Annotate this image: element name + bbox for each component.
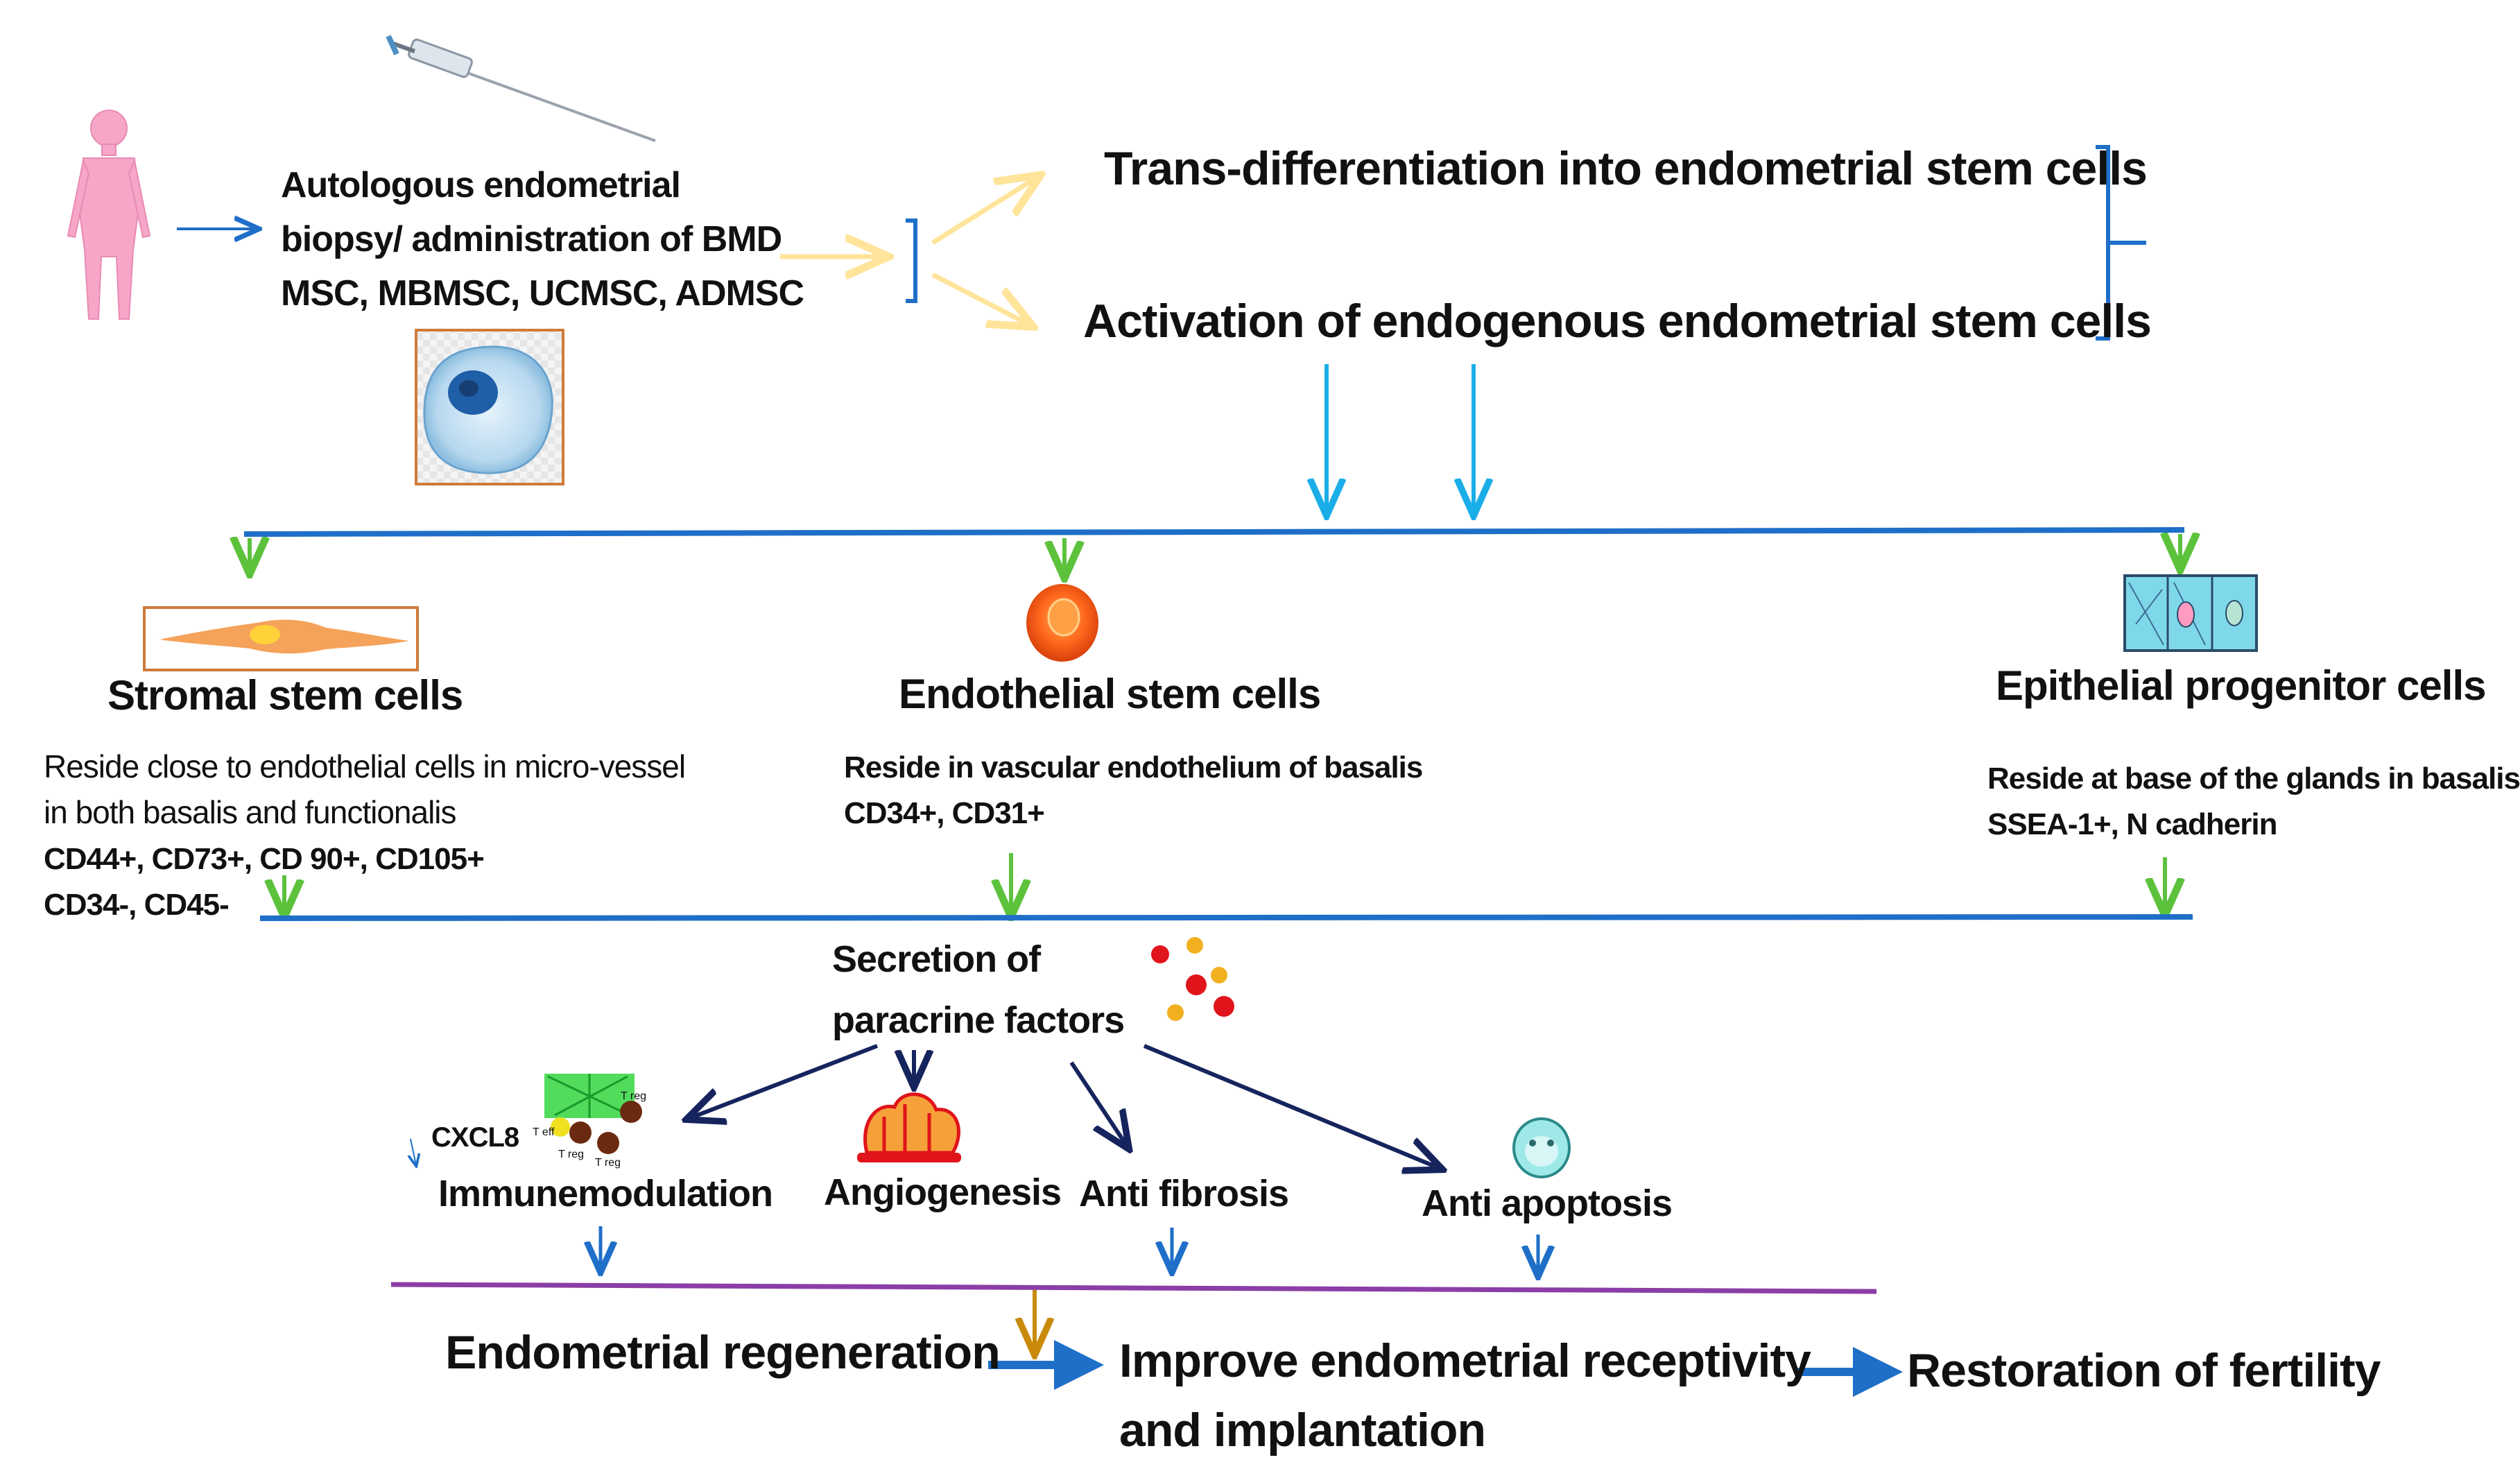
- arrow-to-fibrosis: [1069, 1061, 1127, 1146]
- treg-label-3: T reg: [595, 1157, 621, 1169]
- arrow-to-transdiff: [931, 178, 1037, 245]
- input-text-line1: Autologous endometrial: [281, 165, 681, 205]
- anti-fibrosis-label: Anti fibrosis: [1079, 1173, 1289, 1214]
- branch-line-top: [243, 527, 2185, 537]
- teff-label: T eff: [533, 1126, 555, 1138]
- syringe-icon: [386, 35, 656, 142]
- stromal-cell-image: [143, 606, 419, 671]
- endometrial-regeneration: Endometrial regeneration: [445, 1326, 1001, 1379]
- pathway-transdifferentiation: Trans-differentiation into endometrial s…: [1104, 142, 2148, 195]
- bracket-input: [906, 218, 917, 303]
- pathway-activation: Activation of endogenous endometrial ste…: [1083, 295, 2152, 347]
- treg-label-1: T reg: [621, 1090, 647, 1102]
- anti-apoptosis-label: Anti apoptosis: [1422, 1183, 1673, 1224]
- treg-label-2: T reg: [558, 1149, 585, 1160]
- stromal-markers-line1: CD44+, CD73+, CD 90+, CD105+: [44, 842, 485, 876]
- receptivity-line1: Improve endometrial receptivity: [1119, 1334, 1811, 1387]
- secretion-line1: Secretion of: [832, 938, 1041, 980]
- arrow-to-activation: [931, 272, 1029, 325]
- branch-line-middle: [259, 914, 2193, 921]
- epithelial-desc: Reside at base of the glands in basalis: [1987, 762, 2520, 796]
- input-text-line2: biopsy/ administration of BMD: [281, 219, 782, 259]
- arrow-to-apoptosis: [1143, 1044, 1439, 1168]
- stromal-title: Stromal stem cells: [107, 672, 463, 719]
- endothelial-cell-image: [1026, 584, 1098, 662]
- immune-cells-image: [544, 1074, 642, 1154]
- epithelial-markers: SSEA-1+, N cadherin: [1987, 807, 2277, 841]
- human-figure-icon: [67, 110, 151, 320]
- anti-apoptosis-cell-icon: [1512, 1117, 1571, 1178]
- endothelial-title: Endothelial stem cells: [899, 671, 1321, 717]
- arrow-cxcl8-down: [411, 1138, 416, 1165]
- angiogenesis-label: Angiogenesis: [824, 1171, 1062, 1213]
- stromal-desc-line2: in both basalis and functionalis: [44, 794, 457, 830]
- endothelial-desc: Reside in vascular endothelium of basali…: [844, 750, 1423, 784]
- epithelial-cell-image: [2123, 574, 2258, 652]
- msc-cell-image: [415, 329, 564, 485]
- paracrine-factor-dots-icon: [1151, 937, 1234, 1021]
- restoration-of-fertility: Restoration of fertility: [1907, 1344, 2381, 1397]
- input-text-line3: MSC, MBMSC, UCMSC, ADMSC: [281, 273, 804, 313]
- immunemodulation-label: Immunemodulation: [438, 1173, 773, 1214]
- stromal-markers-line2: CD34-, CD45-: [44, 888, 230, 922]
- arrow-to-immune: [690, 1044, 879, 1118]
- epithelial-title: Epithelial progenitor cells: [1996, 662, 2486, 709]
- angiogenesis-vessels-image: [857, 1092, 961, 1162]
- stromal-desc-line1: Reside close to endothelial cells in mic…: [44, 748, 686, 784]
- bracket-pathways: [2096, 145, 2146, 341]
- secretion-line2: paracrine factors: [832, 999, 1125, 1041]
- cxcl8-label: CXCL8: [431, 1122, 519, 1153]
- endothelial-markers: CD34+, CD31+: [844, 796, 1045, 830]
- receptivity-line2: and implantation: [1119, 1404, 1486, 1456]
- outcome-line: [390, 1282, 1877, 1294]
